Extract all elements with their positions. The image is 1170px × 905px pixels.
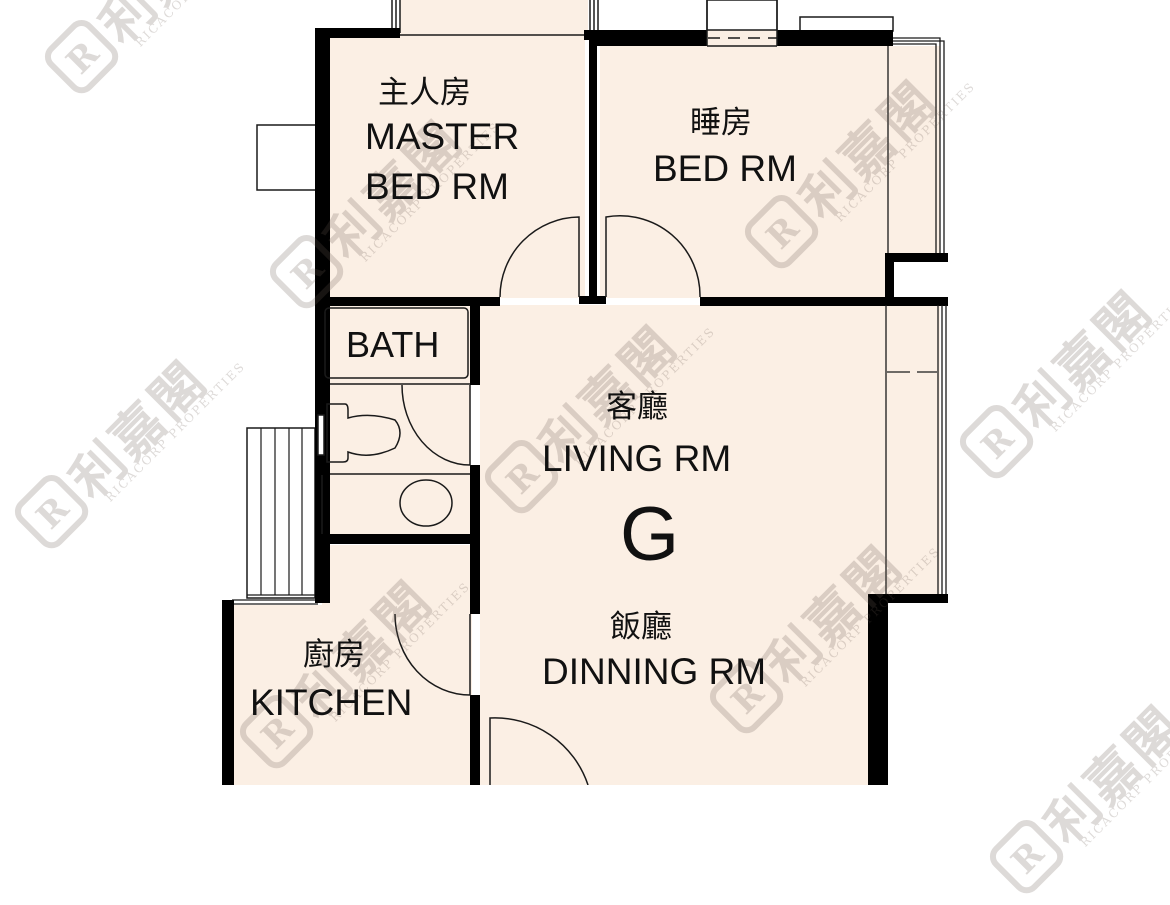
toilet [326, 403, 401, 463]
kitchen-door [394, 613, 471, 696]
room-label-cn: 睡房 [690, 105, 752, 141]
room-label-cn: 客廳 [606, 389, 668, 425]
unit-label: G [620, 492, 680, 577]
ac-grille [246, 427, 316, 599]
exterior-elements [246, 0, 894, 599]
ricacorp-logo-icon: R [983, 813, 1069, 899]
bed-window [706, 0, 778, 47]
ac-grille-lines [232, 428, 318, 605]
bath-fixtures [317, 307, 470, 527]
ac-platform [256, 124, 317, 191]
living-bay-window [885, 305, 947, 594]
master-door [499, 216, 580, 298]
room-label-en: KITCHEN [250, 682, 413, 723]
floor-fill [232, 0, 940, 785]
basin [399, 479, 453, 527]
room-label-en: DINNING RM [542, 651, 767, 692]
bathtub [324, 307, 469, 379]
room-label-en: BED RM [365, 166, 509, 207]
entrance-door [489, 717, 589, 786]
bath-door [401, 384, 471, 466]
room-label-en: BED RM [653, 148, 797, 189]
floor-plan-drawing [222, 0, 948, 786]
room-label-en: MASTER [365, 116, 520, 157]
bed-door [605, 215, 701, 298]
room-label-en: LIVING RM [542, 438, 732, 479]
master-bay-window [391, 0, 599, 36]
doors [394, 215, 701, 786]
room-label-cn: 廚房 [303, 637, 365, 673]
bed-bay-window [887, 37, 945, 253]
room-label-cn: 主人房 [378, 75, 471, 111]
room-label-cn: 飯廳 [610, 609, 672, 645]
room-label-en: BATH [346, 324, 440, 365]
